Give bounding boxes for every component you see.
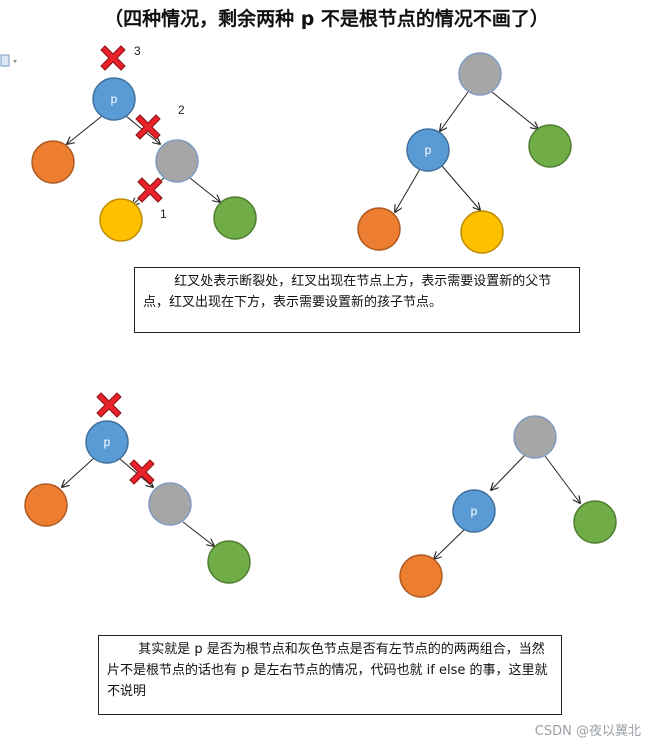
edge [434,527,467,559]
node-p [92,77,136,121]
red-cross-icon [137,177,163,203]
edge [491,454,526,490]
red-cross-icon [129,459,155,485]
break-number-3: 3 [134,44,141,58]
diagram-4: p [399,415,617,598]
node-p-label: p [425,143,432,157]
red-cross-icon [100,45,126,71]
edge [182,521,214,546]
watermark: CSDN @夜以冀北 [534,724,641,739]
diagram-title: （四种情况，剩余两种 p 不是根节点的情况不画了） [104,8,549,30]
node-p-label: p [104,435,111,449]
node-orange [357,207,401,251]
edge [544,455,580,503]
document-icon [0,54,17,67]
node-green [207,540,251,584]
edge [395,168,421,212]
break-number-1: 1 [160,207,167,221]
node-gray [458,52,502,96]
explanation-box-1: 红叉处表示断裂处，红叉出现在节点上方，表示需要设置新的父节点，红叉出现在下方，表… [134,267,580,333]
node-orange [399,554,443,598]
red-cross-icon [96,392,122,418]
node-yellow [460,210,504,254]
diagram-2: p [357,52,572,254]
node-gray [513,415,557,459]
node-p [406,128,450,172]
edge [440,91,469,131]
node-p-label: p [111,92,118,106]
node-p [452,489,496,533]
break-number-2: 2 [178,103,185,117]
node-green [528,124,572,168]
edge [491,91,538,129]
node-orange [31,140,75,184]
edge [67,115,103,144]
node-gray [155,139,199,183]
edge [62,457,95,487]
node-p-label: p [471,504,478,518]
diagram-1: p 3 2 1 [31,44,257,242]
explanation-text-2: 其实就是 p 是否为根节点和灰色节点是否有左节点的的两两组合，当然片不是根节点的… [107,642,548,699]
explanation-text-1: 红叉处表示断裂处，红叉出现在节点上方，表示需要设置新的父节点，红叉出现在下方，表… [143,274,552,310]
node-p [85,420,129,464]
node-orange [24,483,68,527]
diagram-3: p [24,392,251,584]
node-gray [148,482,192,526]
node-yellow [99,198,143,242]
edge [189,177,220,202]
explanation-box-2: 其实就是 p 是否为根节点和灰色节点是否有左节点的的两两组合，当然片不是根节点的… [98,635,562,715]
edge [441,165,480,210]
node-green [573,500,617,544]
node-green [213,196,257,240]
